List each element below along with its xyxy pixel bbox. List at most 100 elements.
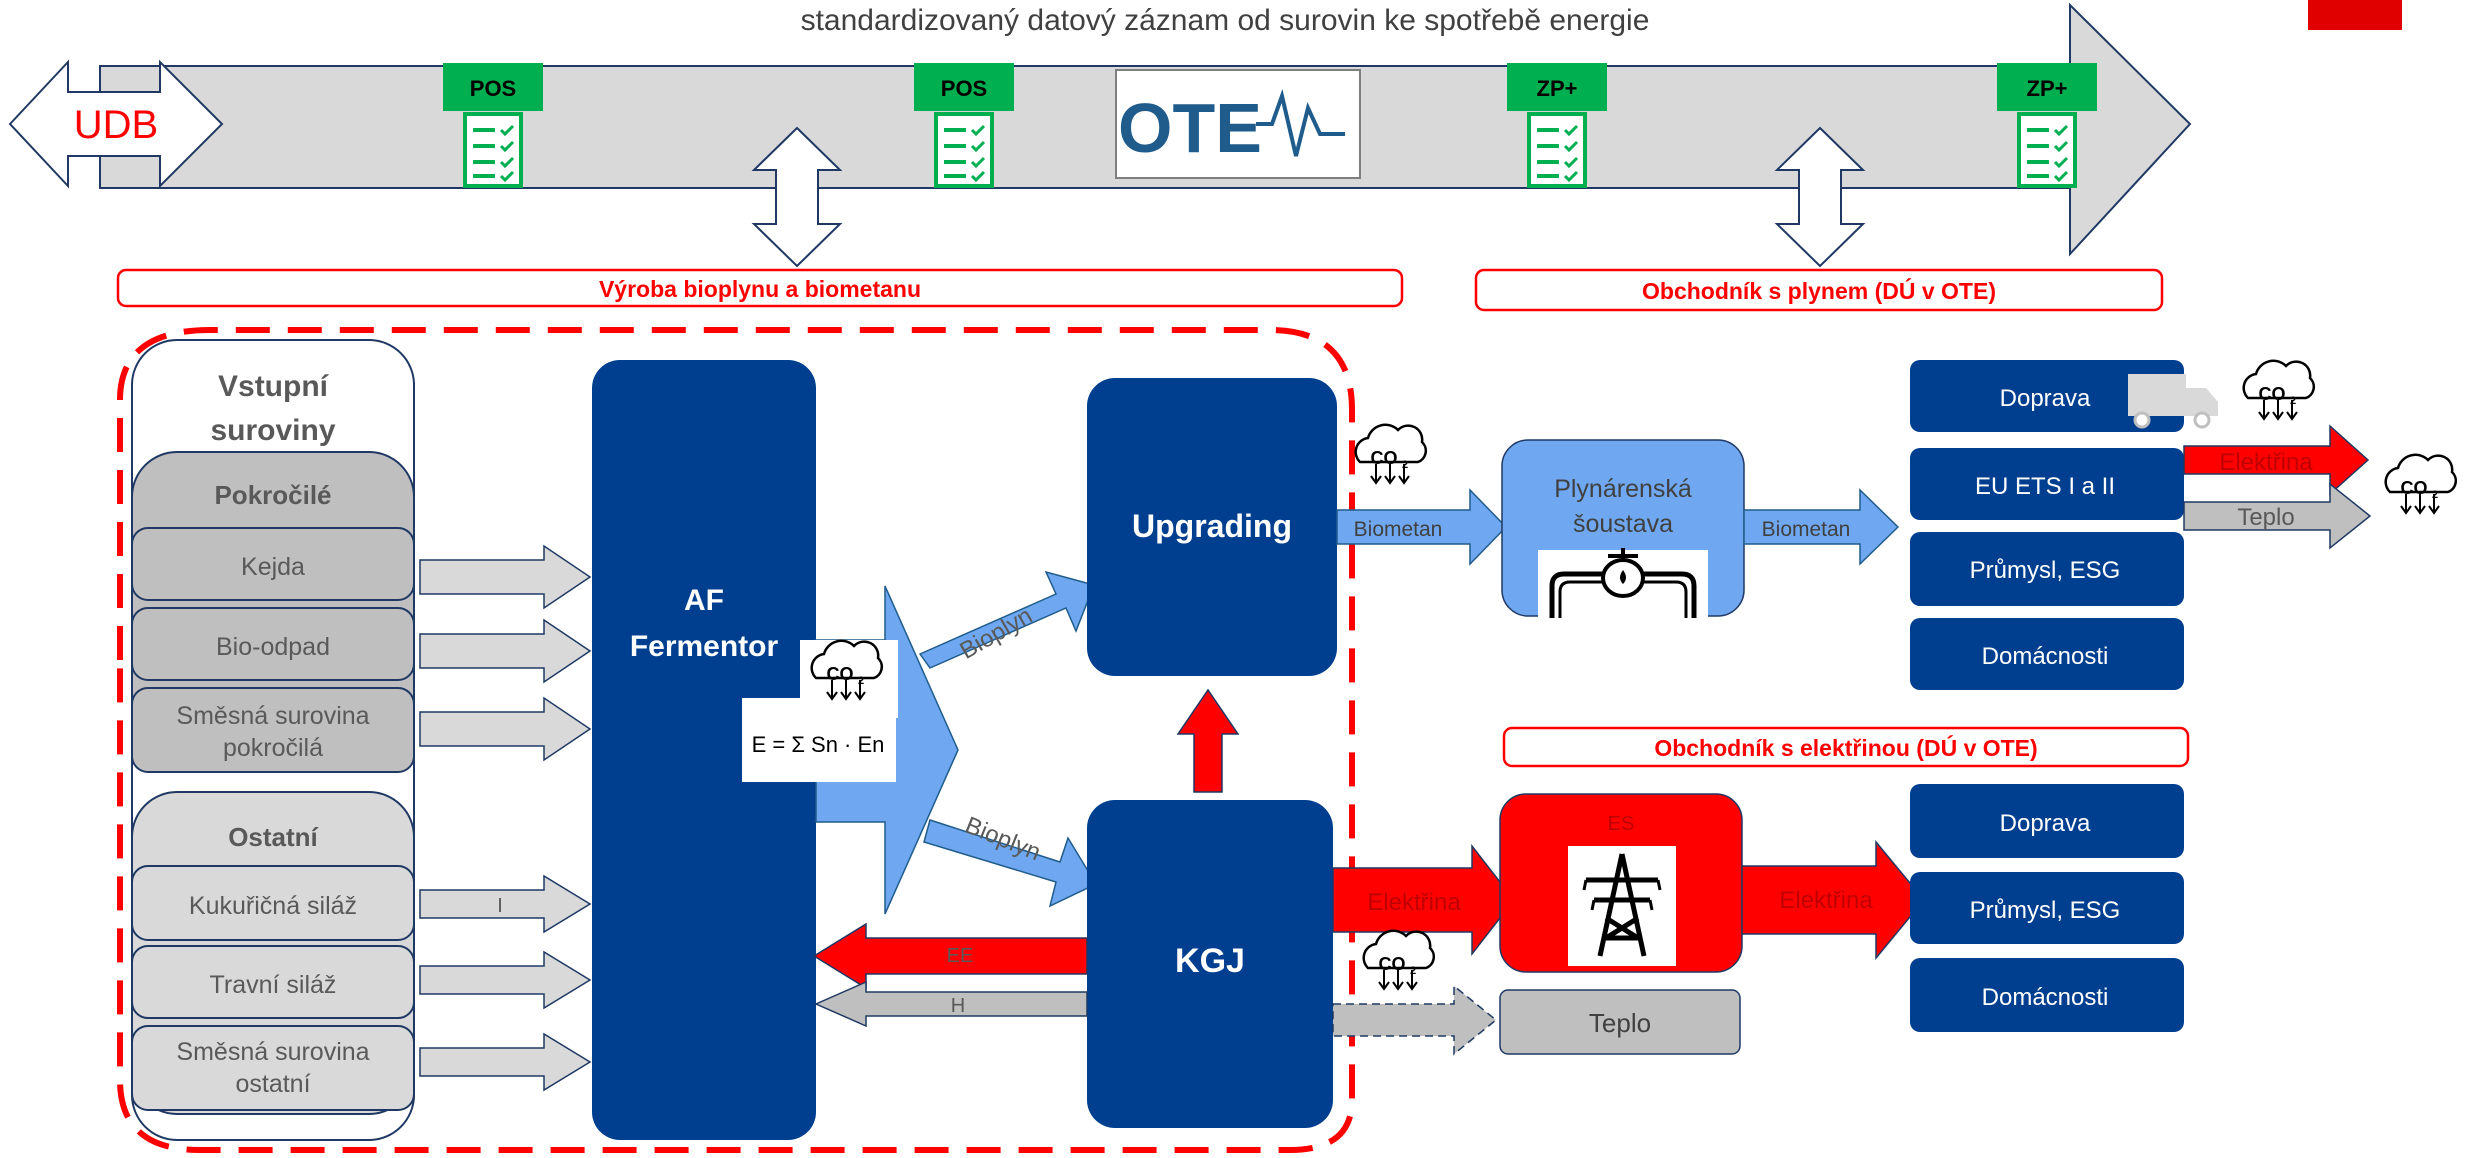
- input-arrow-bio-odpad: [419, 618, 592, 684]
- section-production: [116, 268, 1404, 308]
- pulse-icon: [1256, 88, 1345, 157]
- document-checklist-icon: [2017, 112, 2077, 188]
- corner-marker: [2308, 0, 2402, 30]
- kgj-label: KGJ: [1175, 942, 1245, 980]
- input-arrow-travni: [419, 950, 592, 1010]
- co2-subscript: 2: [2290, 395, 2296, 407]
- co2-cloud-eu-ets: CO 2: [2384, 453, 2458, 515]
- input-arrow-smesna-pokrocila: [419, 696, 592, 762]
- input-travni-silaz-label: Travní siláž: [210, 971, 337, 999]
- tag-pos-2: POS: [914, 63, 1014, 188]
- eu-ets-heat-arrow: [2183, 482, 2372, 550]
- udb-double-arrow: [8, 59, 224, 189]
- biomethane-label-1: Biometan: [1354, 518, 1443, 541]
- input-arrow-kejda: [419, 544, 592, 610]
- input-smesna-pokrocila-line2: pokročilá: [223, 734, 323, 762]
- co2-label: CO: [1371, 448, 1398, 468]
- exchange-arrow-trade: [1774, 126, 1866, 268]
- el-consumer-prumysl-label: Průmysl, ESG: [1970, 897, 2121, 924]
- gas-consumer-eu-ets: [1910, 448, 2184, 520]
- truck-icon: [2128, 374, 2218, 429]
- gas-consumer-domacnosti: [1910, 618, 2184, 690]
- el-consumer-doprava: [1910, 784, 2184, 858]
- co2-label: CO: [2401, 478, 2428, 498]
- power-tower-icon: [1568, 846, 1676, 966]
- biomethane-arrow-2: [1743, 488, 1900, 566]
- ote-logo-box: [1115, 69, 1361, 179]
- co2-subscript: 2: [858, 675, 864, 687]
- input-arrow-mark: I: [497, 895, 503, 917]
- fermentor-label-line1: AF: [684, 584, 724, 617]
- section-production-label: Výroba bioplynu a biometanu: [599, 276, 921, 302]
- grid-heat-box: [1499, 989, 1741, 1055]
- input-kukuricna-silaz-label: Kukuřičná siláž: [189, 892, 357, 920]
- tag-zp-1-box: [1507, 63, 1607, 111]
- input-smesna-ostatni-line1: Směsná surovina: [176, 1038, 369, 1066]
- input-smesna-pokrocila: [131, 687, 415, 773]
- fermentor-label-line2: Fermentor: [630, 630, 779, 663]
- diagram-title: standardizovaný datový záznam od surovin…: [801, 4, 1650, 37]
- co2-subscript: 2: [1410, 965, 1416, 977]
- ee-label: EE: [947, 945, 974, 967]
- gas-network-line1: Plynárenská: [1554, 475, 1692, 503]
- gas-consumer-prumysl: [1910, 532, 2184, 606]
- formula-text: E = Σ Sn · En: [752, 732, 885, 757]
- gas-consumer-eu-ets-label: EU ETS I a II: [1975, 473, 2115, 500]
- input-kejda-label: Kejda: [241, 553, 305, 581]
- ote-logo-text: OTE: [1118, 89, 1262, 167]
- kgj-heat-arrow: [1332, 984, 1498, 1056]
- tag-zp-1-label: ZP+: [1537, 76, 1578, 101]
- co2-subscript: 2: [1402, 459, 1408, 471]
- input-bio-odpad-label: Bio-odpad: [216, 633, 330, 661]
- electricity-grid-label: ES: [1608, 813, 1635, 835]
- tag-pos-1: POS: [443, 63, 543, 188]
- el-consumer-domacnosti: [1910, 958, 2184, 1032]
- ote-logo: OTE: [1115, 69, 1361, 179]
- co2-cloud-transport: CO 2: [2242, 359, 2316, 421]
- input-bio-odpad: [131, 607, 415, 681]
- section-gas-trader-label: Obchodník s plynem (DÚ v OTE): [1642, 277, 1996, 304]
- pipeline-valve-icon: [1538, 548, 1708, 632]
- document-checklist-icon: [463, 112, 523, 188]
- co2-label: CO: [827, 664, 854, 684]
- co2-cloud-fermentor: CO 2: [800, 639, 898, 718]
- biogas-arrow-kgj: [923, 819, 1098, 908]
- header-mask: [65, 1, 130, 21]
- h-label: H: [951, 995, 965, 1017]
- gas-consumer-domacnosti-label: Domácnosti: [1982, 643, 2109, 670]
- gas-consumer-doprava: [1910, 360, 2184, 432]
- production-boundary: [117, 327, 1355, 1153]
- co2-subscript: 2: [2432, 489, 2438, 501]
- gas-consumer-doprava-label: Doprava: [2000, 385, 2091, 412]
- udb-label: UDB: [74, 103, 158, 147]
- biogas-label-upgrading: Bioplyn: [955, 602, 1037, 665]
- input-smesna-pokrocila-line1: Směsná surovina: [176, 702, 369, 730]
- co2-label: CO: [1379, 954, 1406, 974]
- gas-network-line2: šoustava: [1573, 510, 1673, 538]
- tag-zp-2-box: [1997, 63, 2097, 111]
- power-tower-bg: [1568, 846, 1676, 966]
- kgj-electricity-arrow: [1332, 843, 1515, 957]
- gas-consumer-prumysl-label: Průmysl, ESG: [1970, 557, 2121, 584]
- tag-pos-1-box: [443, 63, 543, 111]
- biomethane-label-2: Biometan: [1762, 518, 1851, 541]
- input-travni-silaz: [131, 945, 415, 1019]
- biomethane-arrow-1: [1336, 488, 1508, 566]
- section-electricity-trader-label: Obchodník s elektřinou (DÚ v OTE): [1654, 734, 2037, 761]
- eu-ets-electricity-arrow: [2183, 424, 2370, 496]
- tag-zp-2: ZP+: [1997, 63, 2097, 188]
- section-gas-trader: [1474, 268, 2164, 312]
- tag-pos-1-label: POS: [470, 76, 516, 101]
- exchange-arrow-production: [751, 126, 843, 268]
- tag-zp-2-label: ZP+: [2027, 76, 2068, 101]
- grid-electricity-label: Elektřina: [1779, 887, 1873, 914]
- upgrading-box: [1087, 378, 1337, 676]
- grid-heat-label: Teplo: [1589, 1008, 1651, 1038]
- advanced-title: Pokročilé: [214, 480, 331, 510]
- inputs-title-line2: suroviny: [210, 414, 335, 447]
- document-checklist-icon: [934, 112, 994, 188]
- kgj-electricity-label: Elektřina: [1367, 889, 1461, 916]
- inputs-title-line1: Vstupní: [218, 370, 330, 403]
- input-smesna-ostatni: [131, 1025, 415, 1111]
